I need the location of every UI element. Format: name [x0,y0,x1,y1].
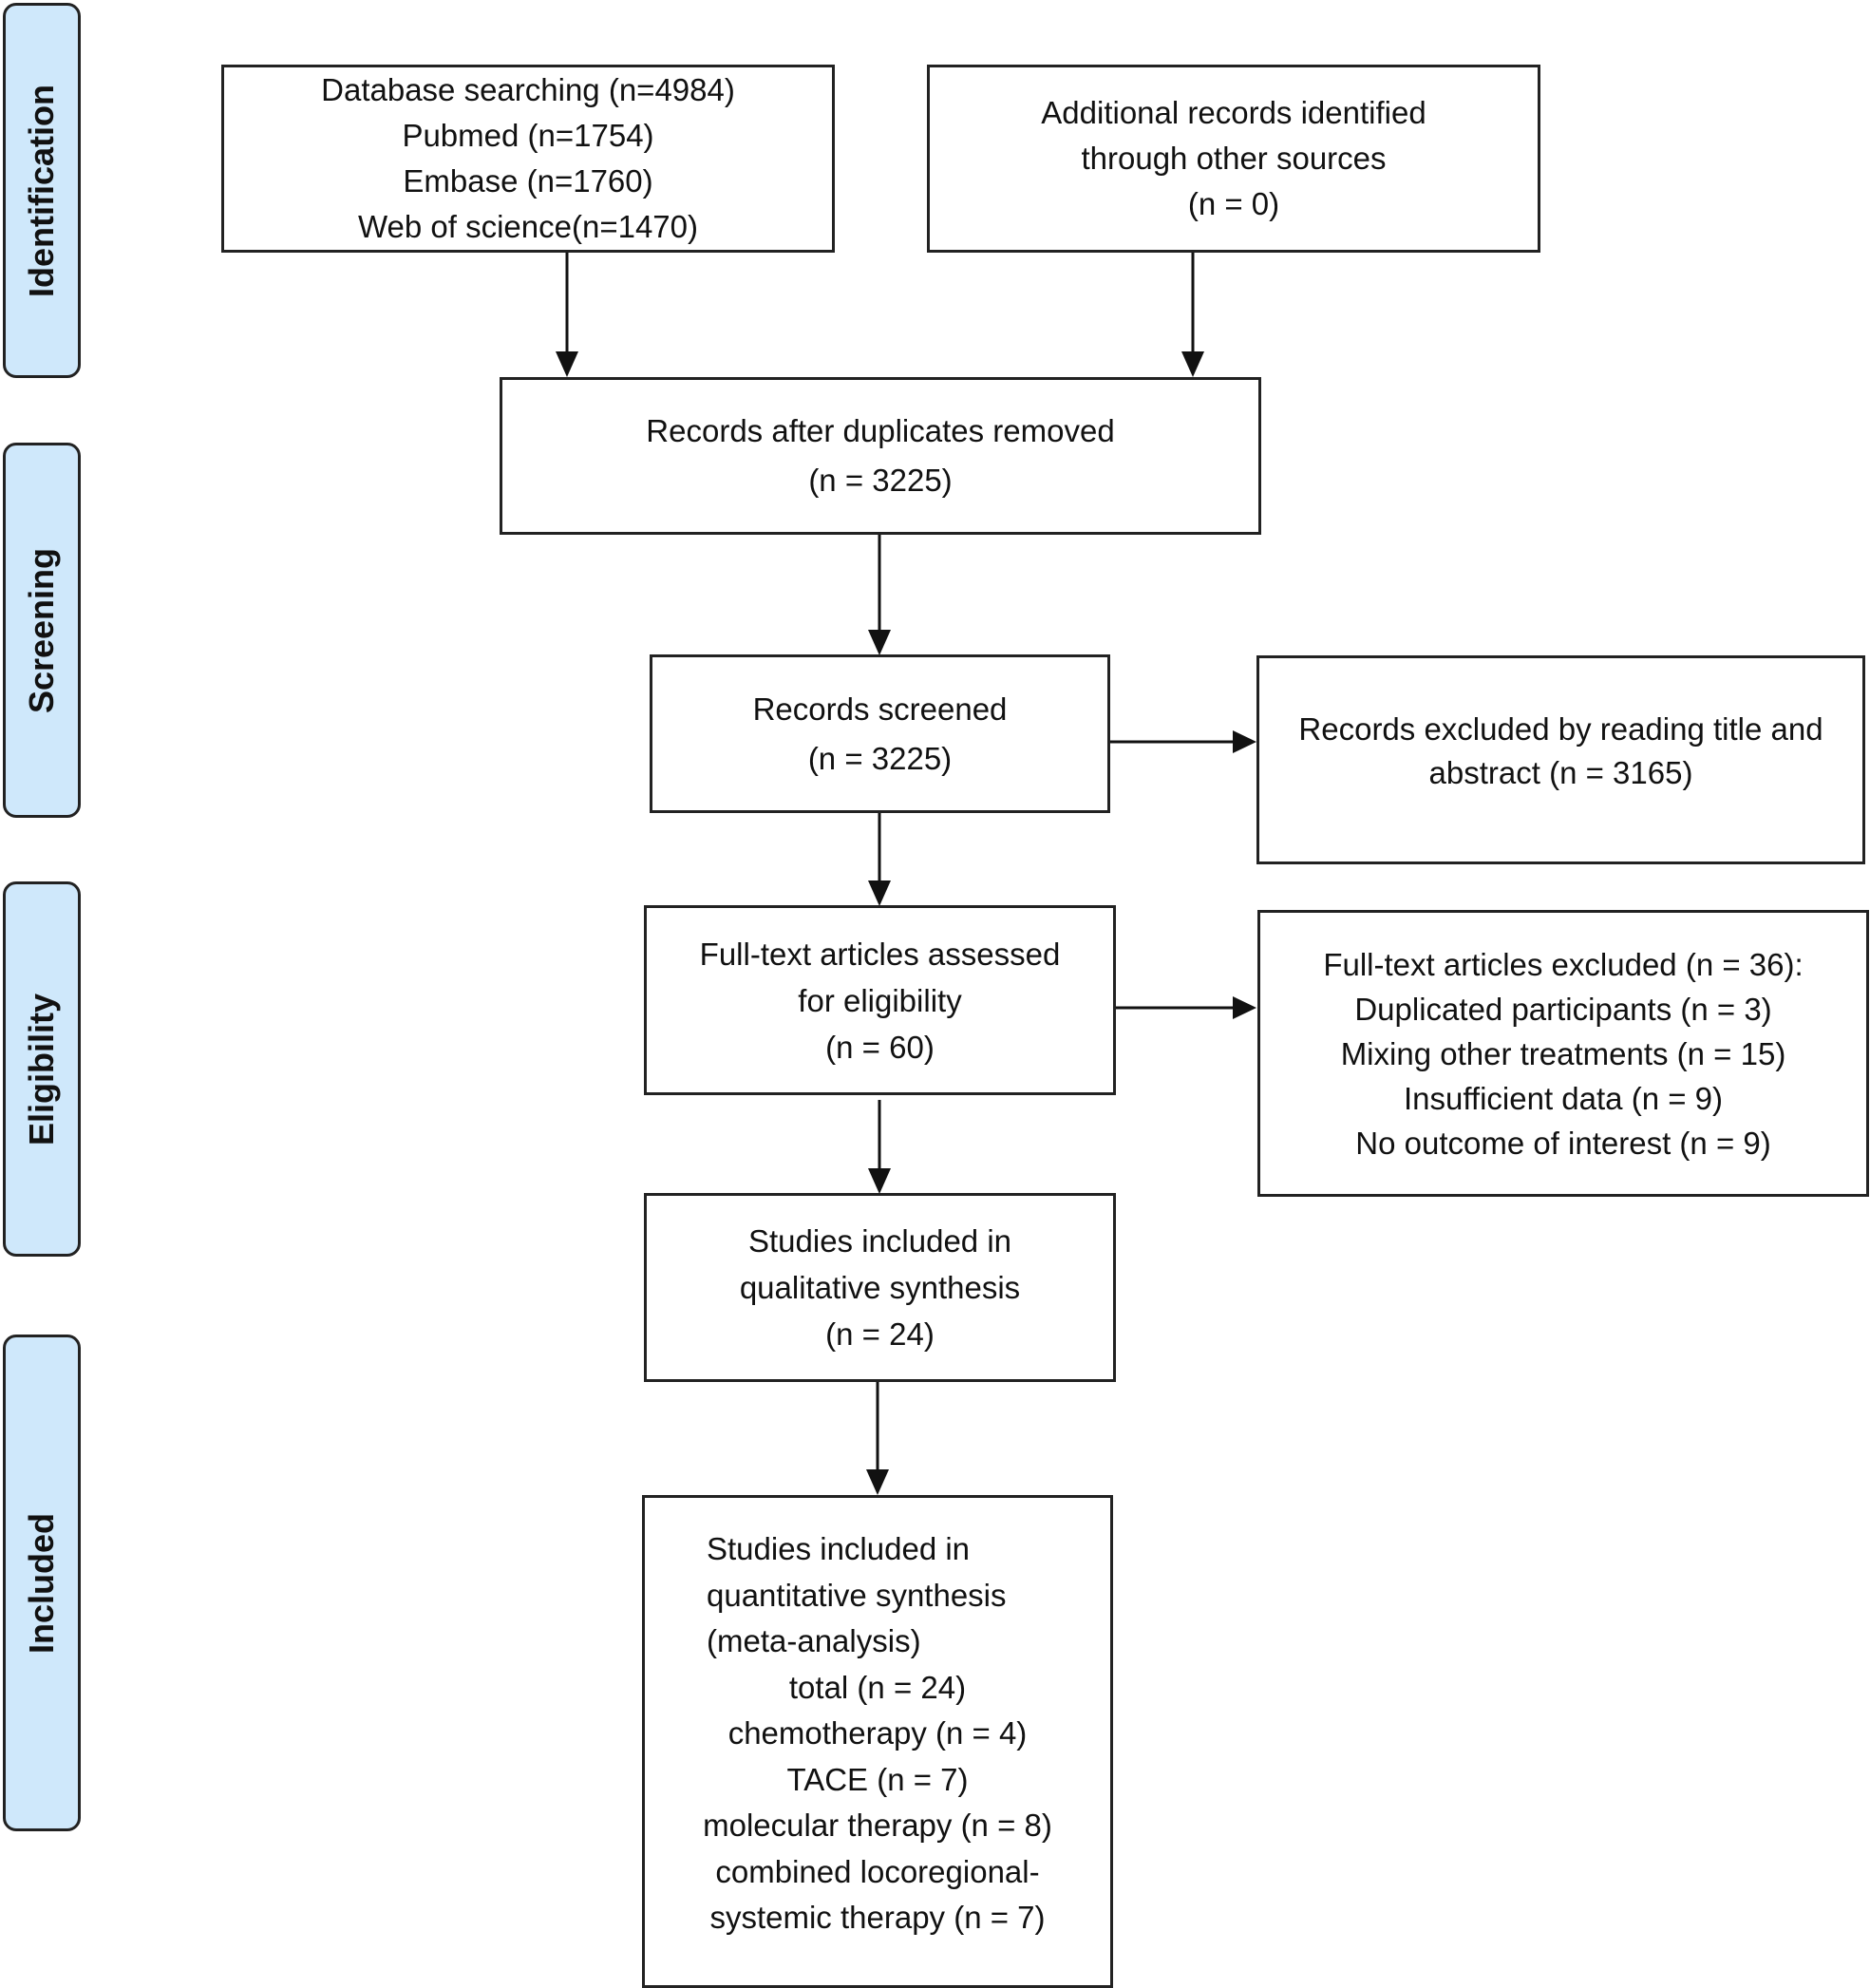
box-line: Additional records identified [1041,95,1426,130]
stage-screening: Screening [3,443,81,818]
quantitative-synthesis-box: Studies included in quantitative synthes… [642,1495,1113,1988]
arrowhead [868,880,891,906]
box-line: Records screened [752,691,1008,727]
box-line: through other sources [1081,141,1387,176]
box-line: Database searching (n=4984) [321,72,735,107]
arrowhead [1181,351,1204,377]
database-search-box: Database searching (n=4984) Pubmed (n=17… [221,65,835,253]
box-line: Full-text articles assessed [699,936,1061,972]
box-line: TACE (n = 7) [786,1761,969,1797]
box-line: molecular therapy (n = 8) [703,1808,1052,1843]
additional-records-box: Additional records identified through ot… [927,65,1540,253]
stage-eligibility: Eligibility [3,881,81,1257]
arrowhead [866,1469,889,1495]
records-screened-box: Records screened (n = 3225) [650,654,1110,813]
box-line: (n = 24) [825,1316,935,1352]
box-line: Web of science(n=1470) [357,209,699,244]
box-line: Pubmed (n=1754) [402,118,654,153]
box-line: qualitative synthesis [739,1270,1021,1305]
box-line: (n = 3225) [808,463,953,498]
box-line: No outcome of interest (n = 9) [1355,1125,1771,1161]
box-line: combined locoregional- [715,1853,1040,1889]
arrowhead [556,351,578,377]
arrowhead [868,1168,891,1194]
box-line: (n = 0) [1187,186,1280,221]
box-line: Insufficient data (n = 9) [1403,1080,1723,1116]
box-line: for eligibility [798,982,962,1018]
arrowhead [1233,730,1256,753]
box-line: (meta-analysis) [707,1623,921,1658]
fulltext-assessed-box: Full-text articles assessed for eligibil… [644,905,1116,1095]
box-line: total (n = 24) [788,1669,967,1705]
fulltext-excluded-box: Full-text articles excluded (n = 36): Du… [1257,910,1869,1197]
box-line: chemotherapy (n = 4) [727,1715,1028,1751]
box-line: Duplicated participants (n = 3) [1354,991,1772,1027]
records-excluded-box: Records excluded by reading title and ab… [1256,655,1865,864]
box-line: Embase (n=1760) [403,163,653,199]
arrowhead [868,630,891,655]
box-line: Mixing other treatments (n = 15) [1340,1035,1786,1071]
qualitative-synthesis-box: Studies included in qualitative synthesi… [644,1193,1116,1382]
box-line: Full-text articles excluded (n = 36): [1323,946,1804,982]
box-line: abstract (n = 3165) [1428,755,1693,790]
box-line: Studies included in [747,1223,1012,1259]
box-line: systemic therapy (n = 7) [709,1900,1046,1935]
stage-included: Included [3,1335,81,1831]
box-line: (n = 3225) [807,740,953,776]
arrowhead [1233,996,1256,1019]
stage-identification: Identification [3,3,81,378]
box-line: Records excluded by reading title and [1298,711,1823,747]
box-line: quantitative synthesis [707,1577,1007,1613]
box-line: Studies included in [707,1531,971,1566]
box-line: (n = 60) [825,1029,935,1065]
box-line: Records after duplicates removed [646,413,1115,448]
deduplicated-records-box: Records after duplicates removed (n = 32… [500,377,1261,535]
